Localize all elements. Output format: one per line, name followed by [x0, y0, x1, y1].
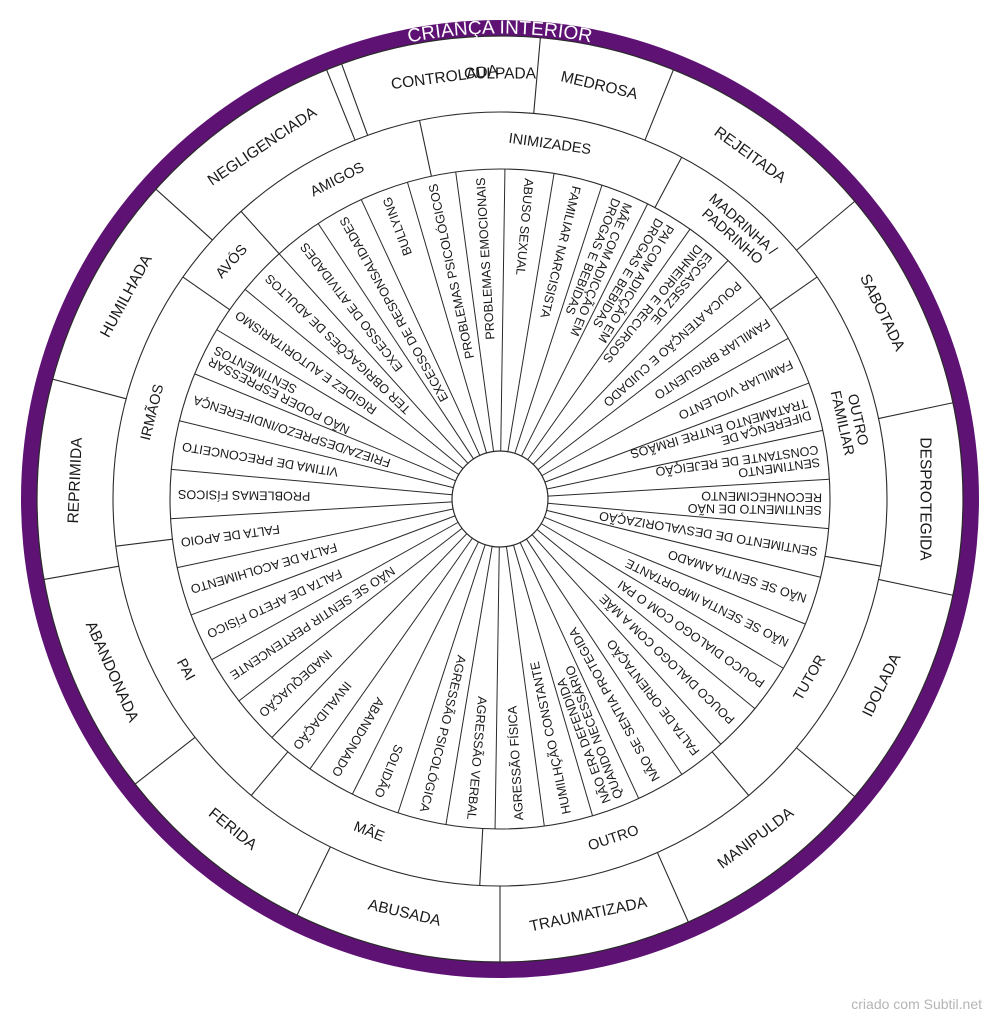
category-band-divider	[711, 751, 750, 796]
issue-item: AGRESSÃO FÍSICA	[504, 705, 526, 821]
spoke-divider	[507, 173, 555, 452]
category-band-divider	[240, 211, 280, 255]
spoke-divider	[244, 289, 464, 469]
issue-label: AGRESSÃO FÍSICA	[504, 705, 526, 821]
outer-band-divider	[326, 69, 356, 141]
spoke-divider	[216, 329, 460, 475]
outer-band-divider	[43, 565, 119, 580]
outer-band-divider	[656, 852, 689, 923]
center-hub	[451, 450, 549, 548]
spoke-divider	[547, 478, 830, 497]
outer-band-divider	[878, 578, 953, 596]
spoke-divider	[521, 203, 649, 457]
outer-band-divider	[341, 63, 369, 136]
spoke-divider	[505, 546, 545, 827]
spoke-divider	[177, 508, 454, 569]
category-band-divider	[654, 157, 683, 208]
spoke-divider	[455, 171, 495, 452]
spoke-divider	[532, 260, 729, 465]
category-band-divider	[479, 828, 484, 886]
spoke-divider	[309, 537, 473, 770]
spoke-divider	[397, 544, 486, 814]
issue-item: SENTIMENTO DE NÃORECONHECIMENTO	[687, 489, 822, 518]
spoke-divider	[526, 538, 683, 775]
outer-band-divider	[796, 747, 856, 798]
spoke-divider	[514, 184, 603, 454]
outer-band-divider	[533, 37, 541, 114]
category-band-inner-edge	[169, 168, 831, 830]
feeling-label: CULPADA	[464, 66, 537, 83]
spoke-divider	[537, 296, 762, 471]
spoke-divider	[190, 515, 456, 616]
outer-band-divider	[134, 736, 196, 785]
spoke-divider	[278, 253, 469, 464]
issue-item: PROBLEMAS FÍSICOS	[178, 487, 310, 504]
outer-band-divider	[296, 846, 331, 916]
spoke-divider	[544, 516, 806, 625]
outer-band-divider	[878, 402, 953, 420]
category-band-divider	[824, 555, 882, 567]
spoke-divider	[171, 468, 453, 496]
outer-band-divider	[644, 69, 674, 141]
spoke-divider	[527, 228, 691, 461]
category-band-divider	[419, 120, 432, 177]
spoke-divider	[494, 546, 500, 829]
credit-text: criado com Subtil.net	[851, 996, 982, 1012]
category-band-divider	[182, 276, 230, 311]
spoke-divider	[531, 534, 722, 745]
spoke-divider	[519, 542, 640, 799]
spoke-divider	[194, 373, 456, 482]
spoke-divider	[238, 527, 463, 702]
spoke-divider	[540, 523, 784, 669]
category-band-divider	[250, 751, 289, 796]
issue-label: SENTIMENTO DE NÃORECONHECIMENTO	[687, 489, 822, 518]
spoke-divider	[547, 502, 829, 530]
spoke-divider	[546, 429, 823, 490]
spoke-divider	[512, 544, 594, 816]
spoke-divider	[179, 420, 454, 489]
spoke-divider	[536, 529, 756, 709]
spoke-divider	[445, 546, 493, 825]
spoke-divider	[406, 182, 488, 454]
spoke-divider	[546, 509, 821, 578]
spoke-divider	[360, 199, 481, 456]
spoke-divider	[170, 501, 453, 520]
feeling-label: REPRIMIDA	[65, 436, 86, 523]
category-band-divider	[115, 538, 173, 547]
spoke-divider	[541, 337, 789, 477]
issue-label: PROBLEMAS FÍSICOS	[178, 487, 310, 504]
spoke-divider	[544, 382, 810, 483]
spoke-divider	[317, 223, 474, 460]
spoke-divider	[271, 533, 468, 738]
spoke-divider	[211, 521, 459, 661]
spoke-divider	[500, 169, 506, 452]
feeling-label: DESPROTEGIDA	[917, 437, 934, 561]
outer-band-divider	[52, 378, 127, 400]
outer-band-divider	[155, 188, 213, 241]
outer-band-divider	[796, 200, 856, 251]
spoke-divider	[351, 541, 479, 795]
category-band-divider	[770, 276, 818, 311]
